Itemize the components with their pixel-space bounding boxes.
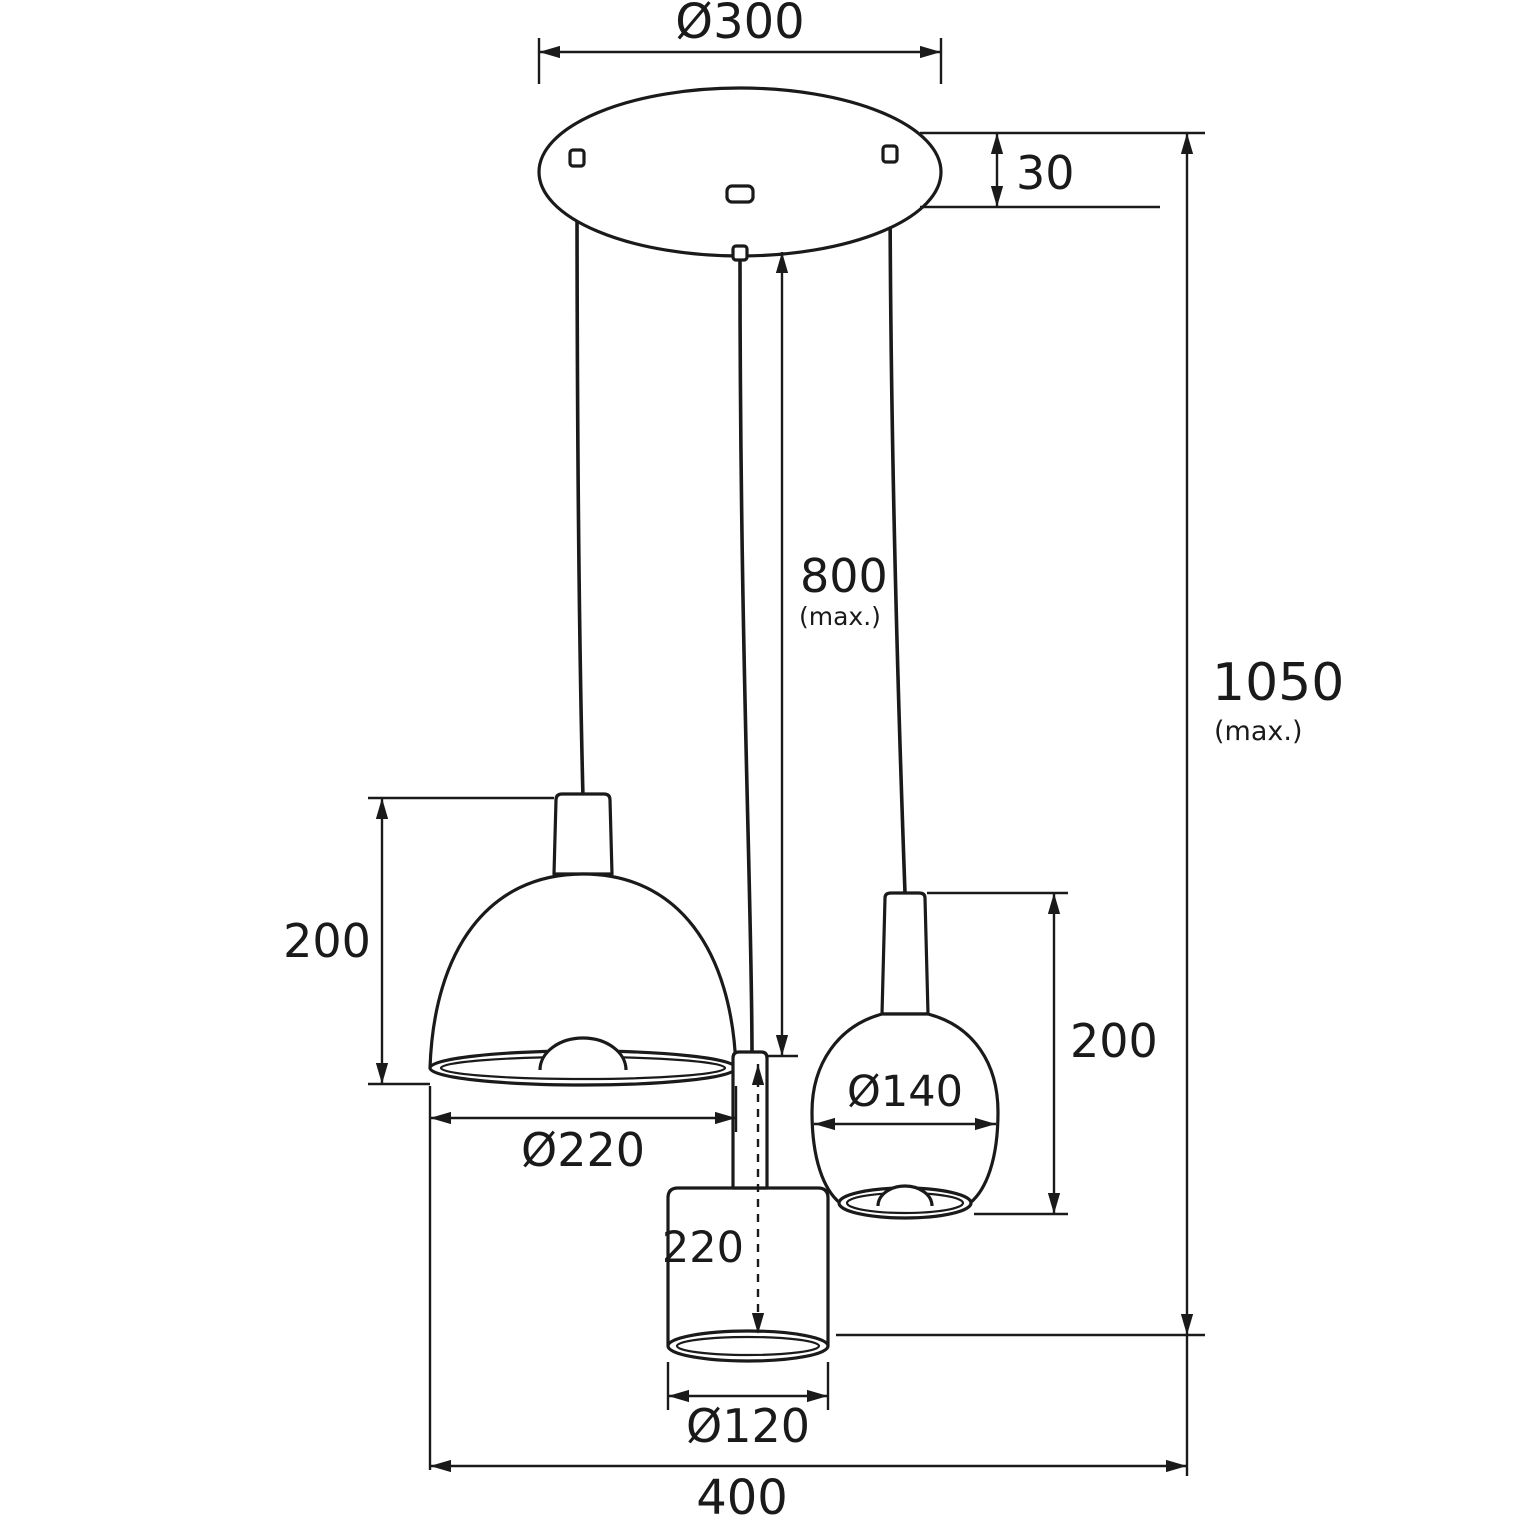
- dome-diameter-label: Ø220: [521, 1123, 645, 1177]
- canopy-diameter-label: Ø300: [675, 0, 804, 50]
- cord-drop-label: 800: [800, 549, 888, 603]
- dimension-overall-height: 1050 (max.): [836, 133, 1344, 1337]
- canopy-mount-hole: [725, 184, 755, 204]
- dimension-cord-drop: 800 (max.): [767, 252, 888, 1058]
- suspension-cables: [575, 160, 907, 1058]
- cable-left: [575, 164, 585, 800]
- dimension-cylinder-diameter: Ø120: [666, 1362, 830, 1453]
- dimension-ball-diameter: Ø140: [814, 1067, 996, 1131]
- dimension-dome-diameter: Ø220: [428, 1086, 738, 1470]
- dimension-canopy-height: 30: [920, 131, 1205, 209]
- dimension-overall-width: 400: [430, 1335, 1189, 1526]
- ball-height-label: 200: [1070, 1014, 1158, 1068]
- dome-socket-neck: [552, 792, 614, 876]
- cord-drop-qualifier: (max.): [799, 602, 881, 631]
- ceiling-canopy: [537, 86, 943, 262]
- canopy-body: [537, 86, 943, 258]
- dimension-canopy-diameter: Ø300: [537, 0, 943, 84]
- overall-height-label: 1050: [1212, 653, 1344, 713]
- overall-width-label: 400: [696, 1470, 788, 1526]
- overall-height-qualifier: (max.): [1214, 716, 1302, 747]
- dimension-dome-height: 200: [283, 796, 554, 1086]
- cylinder-bottom-rim-inner: [675, 1335, 821, 1357]
- ball-diameter-label: Ø140: [847, 1067, 963, 1117]
- cord-gland-center: [731, 244, 749, 262]
- cable-center: [738, 258, 754, 1058]
- cable-right: [888, 160, 907, 895]
- cylinder-pendant: [666, 1050, 830, 1363]
- cylinder-height-label: 220: [662, 1223, 744, 1273]
- cylinder-bottom-rim: [666, 1329, 830, 1363]
- ball-bulb: [876, 1184, 934, 1207]
- cord-gland-right: [881, 144, 899, 164]
- canopy-height-label: 30: [1016, 146, 1075, 200]
- dome-pendant: [428, 792, 738, 1087]
- cylinder-diameter-label: Ø120: [686, 1399, 810, 1453]
- ball-socket-neck: [880, 891, 930, 1016]
- dome-shade: [428, 872, 738, 1069]
- dimension-ball-height: 200: [927, 891, 1158, 1216]
- dimension-cylinder-height: 220: [662, 1064, 765, 1334]
- ball-pendant: [810, 891, 1000, 1220]
- dome-bulb: [538, 1036, 628, 1071]
- dome-height-label: 200: [283, 914, 371, 968]
- cylinder-socket-neck: [731, 1050, 769, 1190]
- cord-gland-left: [568, 148, 586, 168]
